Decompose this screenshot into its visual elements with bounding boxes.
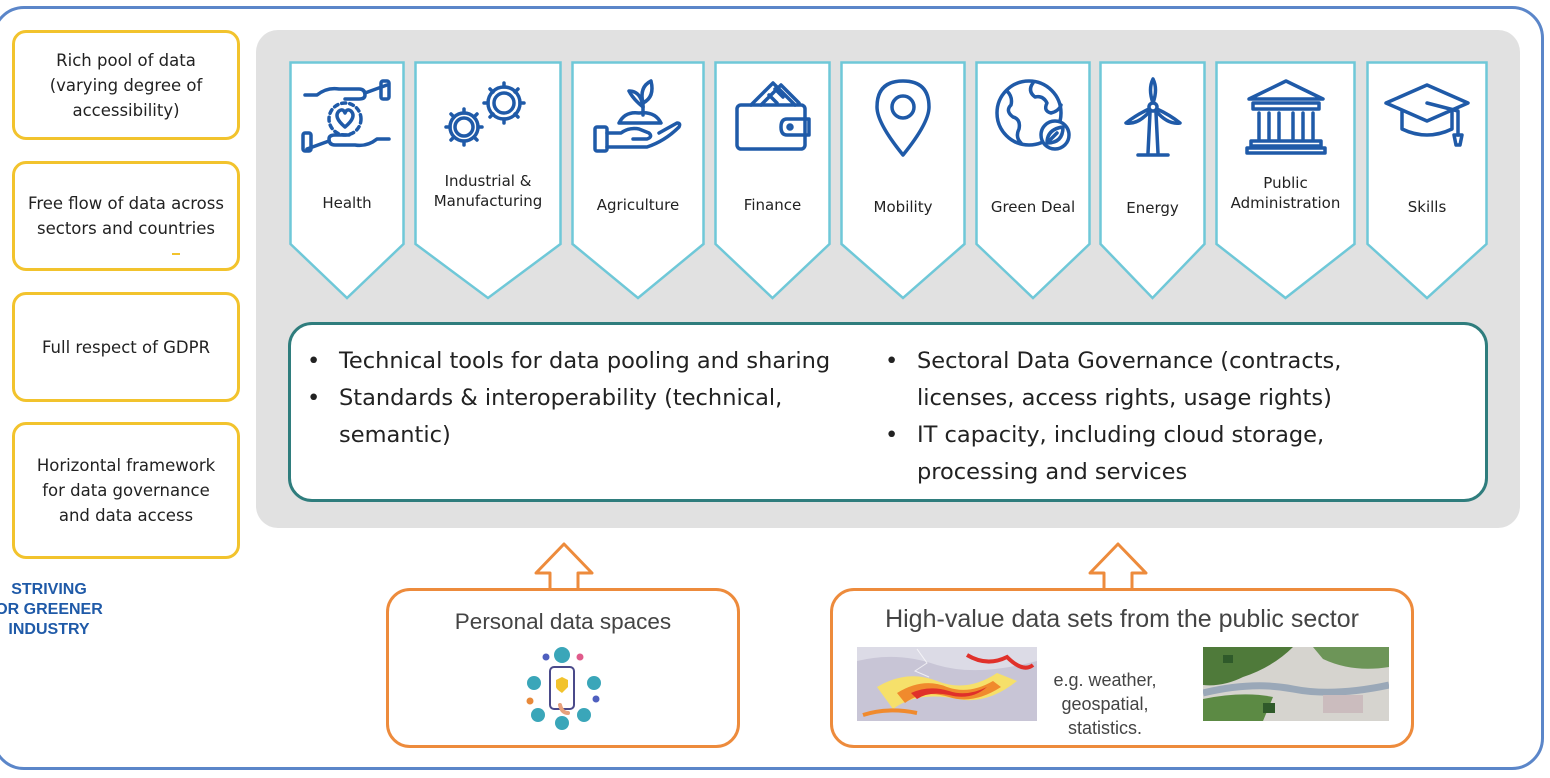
gears-icon (414, 77, 562, 153)
sector-label: Agriculture (596, 196, 680, 214)
wind-turbine-icon (1099, 77, 1206, 159)
sector-chevron-shape (714, 61, 831, 300)
government-building-icon (1215, 77, 1356, 155)
plant-in-hand-icon (571, 77, 705, 155)
left-box-text: Free flow of data across sectors and cou… (28, 194, 224, 238)
sector-public-administration: Public Administration (1215, 61, 1356, 300)
health-hands-heart-icon (289, 77, 405, 155)
left-box-horizontal-framework: Horizontal framework for data governance… (12, 422, 240, 559)
tools-item: IT capacity, including cloud storage, pr… (879, 417, 1389, 491)
high-value-title: High-value data sets from the public sec… (885, 605, 1359, 633)
left-box-rich-pool: Rich pool of data (varying degree of acc… (12, 30, 240, 140)
sector-chevron-shape (571, 61, 705, 300)
sector-industrial-manufacturing: Industrial & Manufacturing (414, 61, 562, 300)
sector-label: Health (322, 194, 372, 212)
personal-data-box: Personal data spaces (386, 588, 740, 748)
tools-item: Sectoral Data Governance (contracts, lic… (879, 343, 1389, 417)
striving-label: STRIVING OR GREENER INDUSTRY (0, 581, 103, 638)
sector-label: Finance (743, 196, 802, 214)
sector-label: Skills (1407, 198, 1447, 216)
high-value-examples: e.g. weather, geospatial, statistics. (1053, 670, 1157, 738)
sector-skills: Skills (1366, 61, 1488, 300)
sector-chevron-shape (840, 61, 966, 300)
high-value-data-box: High-value data sets from the public sec… (830, 588, 1414, 748)
sector-label: Mobility (873, 198, 933, 216)
tools-list-left: Technical tools for data pooling and sha… (301, 343, 861, 454)
small-dash (172, 253, 180, 255)
sector-label: Green Deal (990, 198, 1076, 216)
sector-health: Health (289, 61, 405, 300)
sector-label: Industrial & Manufacturing (433, 172, 543, 210)
sector-energy: Energy (1099, 61, 1206, 300)
location-pin-icon (840, 77, 966, 159)
tools-item: Standards & interoperability (technical,… (301, 380, 861, 454)
sector-green-deal: Green Deal (975, 61, 1091, 300)
tools-item: Technical tools for data pooling and sha… (301, 343, 861, 380)
left-box-free-flow: Free flow of data across sectors and cou… (12, 161, 240, 271)
sector-finance: Finance (714, 61, 831, 300)
sector-label: Public Administration (1230, 174, 1341, 212)
tools-box: Technical tools for data pooling and sha… (288, 322, 1488, 502)
sector-chevron-shape (1215, 61, 1356, 300)
left-box-text: Rich pool of data (varying degree of acc… (49, 50, 203, 120)
sector-mobility: Mobility (840, 61, 966, 300)
graduation-cap-icon (1366, 77, 1488, 155)
wallet-cards-icon (714, 77, 831, 153)
sector-agriculture: Agriculture (571, 61, 705, 300)
weather-map-image (857, 647, 1037, 721)
left-box-text: Horizontal framework for data governance… (36, 456, 216, 525)
left-box-gdpr: Full respect of GDPR (12, 292, 240, 402)
personal-data-title: Personal data spaces (454, 609, 672, 634)
satellite-map-image (1203, 647, 1389, 721)
left-box-text: Full respect of GDPR (41, 337, 211, 357)
sector-label: Energy (1126, 199, 1179, 217)
personal-data-phone-icon (526, 647, 601, 730)
tools-list-right: Sectoral Data Governance (contracts, lic… (879, 343, 1389, 491)
globe-leaf-icon (975, 77, 1091, 155)
outer-frame (0, 6, 1544, 770)
sector-chevron-shape (289, 61, 405, 300)
